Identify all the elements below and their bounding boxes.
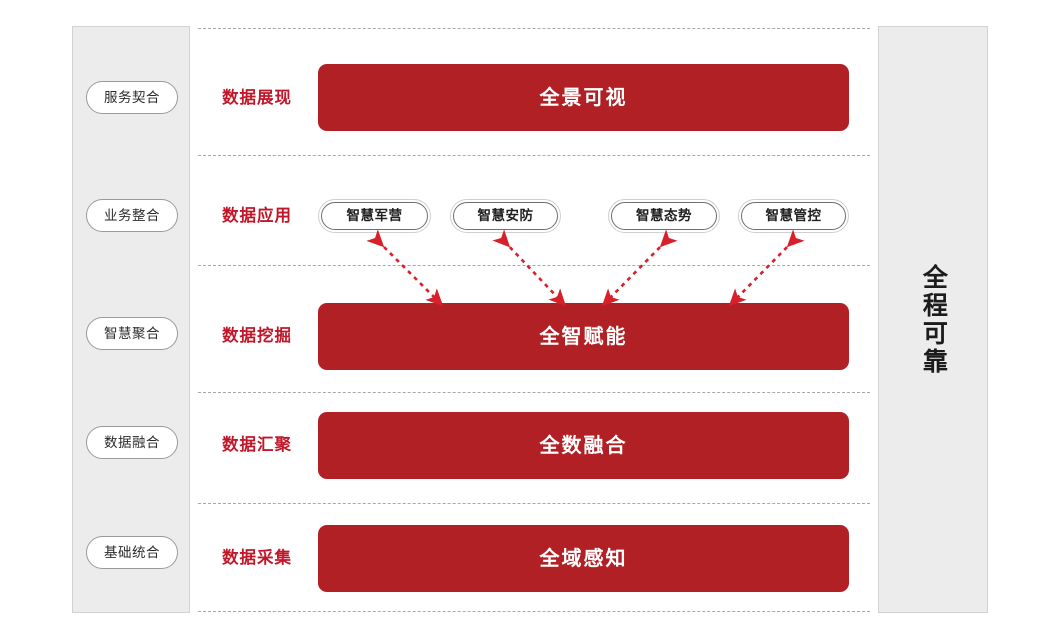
row-label-data-presentation: 数据展现	[222, 89, 292, 107]
capability-bar-data-presentation[interactable]: 全景可视	[318, 64, 849, 131]
row-separator-4	[198, 392, 870, 393]
stage-pill-label: 智慧聚合	[104, 325, 160, 341]
stage-pill-5[interactable]: 基础统合	[86, 536, 178, 569]
arrow-data-management	[728, 229, 805, 307]
row-separator-5	[198, 503, 870, 504]
capability-bar-data-collection[interactable]: 全域感知	[318, 525, 849, 592]
application-pill-2[interactable]: 智慧安防	[450, 199, 561, 233]
arrow-data-security	[492, 229, 567, 307]
reliability-label: 全程可靠	[879, 27, 987, 612]
application-pill-ring: 智慧军营	[321, 202, 428, 230]
row-separator-6	[198, 611, 870, 612]
capability-bar-label: 全智赋能	[539, 325, 628, 348]
stage-pill-label: 基础统合	[104, 544, 160, 560]
arrow-data-barracks	[366, 229, 444, 307]
row-label-data-mining: 数据挖掘	[222, 327, 292, 345]
stage-pill-label: 数据融合	[104, 434, 160, 450]
row-separator-2	[198, 155, 870, 156]
stage-pill-1[interactable]: 服务契合	[86, 81, 178, 114]
capability-bar-label: 全景可视	[539, 86, 628, 109]
application-pill-label: 智慧态势	[636, 208, 692, 224]
application-pill-1[interactable]: 智慧军营	[318, 199, 431, 233]
application-pill-label: 智慧安防	[477, 208, 534, 224]
application-pill-ring: 智慧管控	[741, 202, 846, 230]
application-pill-4[interactable]: 智慧管控	[738, 199, 849, 233]
integration-stages-panel: 服务契合业务整合智慧聚合数据融合基础统合	[72, 26, 190, 613]
application-pill-label: 智慧军营	[346, 208, 403, 224]
stage-pill-label: 服务契合	[104, 89, 160, 105]
capability-bar-data-mining[interactable]: 全智赋能	[318, 303, 849, 370]
capability-bar-data-aggregation[interactable]: 全数融合	[318, 412, 849, 479]
application-pill-label: 智慧管控	[765, 208, 822, 224]
row-label-data-collection: 数据采集	[222, 549, 292, 567]
row-separator-1	[198, 28, 870, 29]
capability-bar-label: 全域感知	[539, 547, 628, 570]
capability-bar-label: 全数融合	[539, 434, 628, 457]
reliability-label-text: 全程可靠	[919, 263, 948, 376]
reliability-panel: 全程可靠	[878, 26, 988, 613]
row-label-data-application: 数据应用	[222, 207, 292, 225]
row-label-data-aggregation: 数据汇聚	[222, 436, 292, 454]
stage-pill-3[interactable]: 智慧聚合	[86, 317, 178, 350]
application-pill-3[interactable]: 智慧态势	[608, 199, 720, 233]
stage-pill-label: 业务整合	[104, 207, 160, 223]
stage-pill-4[interactable]: 数据融合	[86, 426, 178, 459]
application-pill-ring: 智慧安防	[453, 202, 558, 230]
row-separator-3	[198, 265, 870, 266]
application-pill-ring: 智慧态势	[611, 202, 717, 230]
stage-pill-2[interactable]: 业务整合	[86, 199, 178, 232]
arrow-data-situation	[601, 229, 678, 307]
